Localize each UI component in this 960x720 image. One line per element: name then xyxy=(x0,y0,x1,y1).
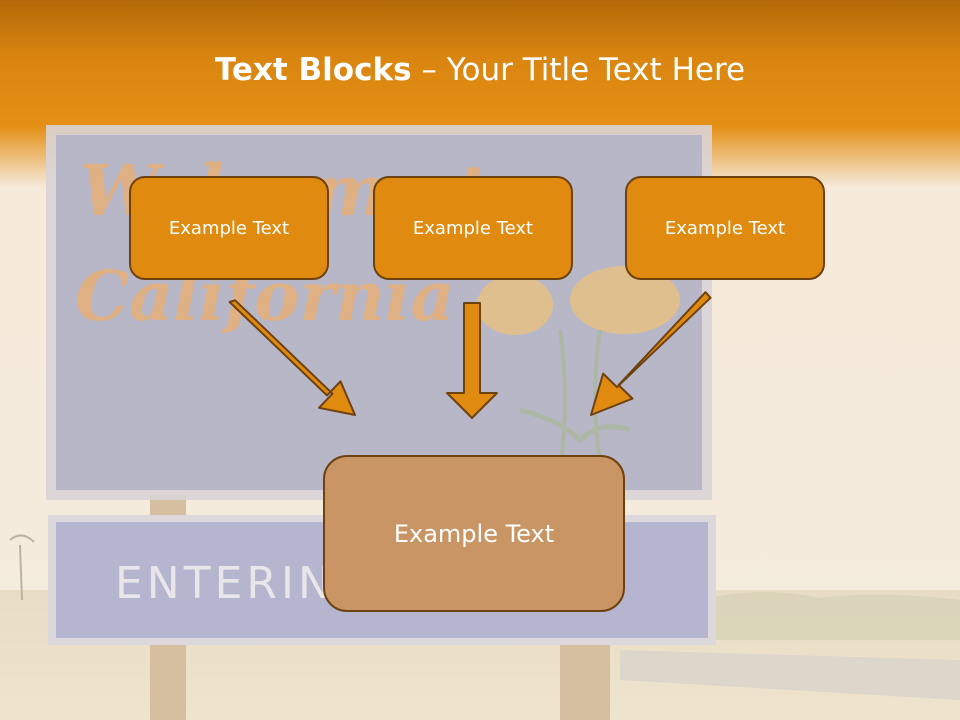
text-block-3-label: Example Text xyxy=(664,217,786,239)
text-block-2[interactable]: Example Text xyxy=(373,176,573,280)
title-rest: Your Title Text Here xyxy=(446,52,746,88)
text-block-3[interactable]: Example Text xyxy=(625,176,825,280)
text-block-2-label: Example Text xyxy=(412,217,534,239)
title-dash: – xyxy=(411,52,447,88)
main-text-block[interactable]: Example Text xyxy=(323,455,625,612)
title-bold: Text Blocks xyxy=(214,52,412,88)
slide-title: Text Blocks – Your Title Text Here xyxy=(0,52,960,88)
text-block-1[interactable]: Example Text xyxy=(129,176,329,280)
text-block-1-label: Example Text xyxy=(168,217,290,239)
main-text-block-label: Example Text xyxy=(393,519,555,548)
